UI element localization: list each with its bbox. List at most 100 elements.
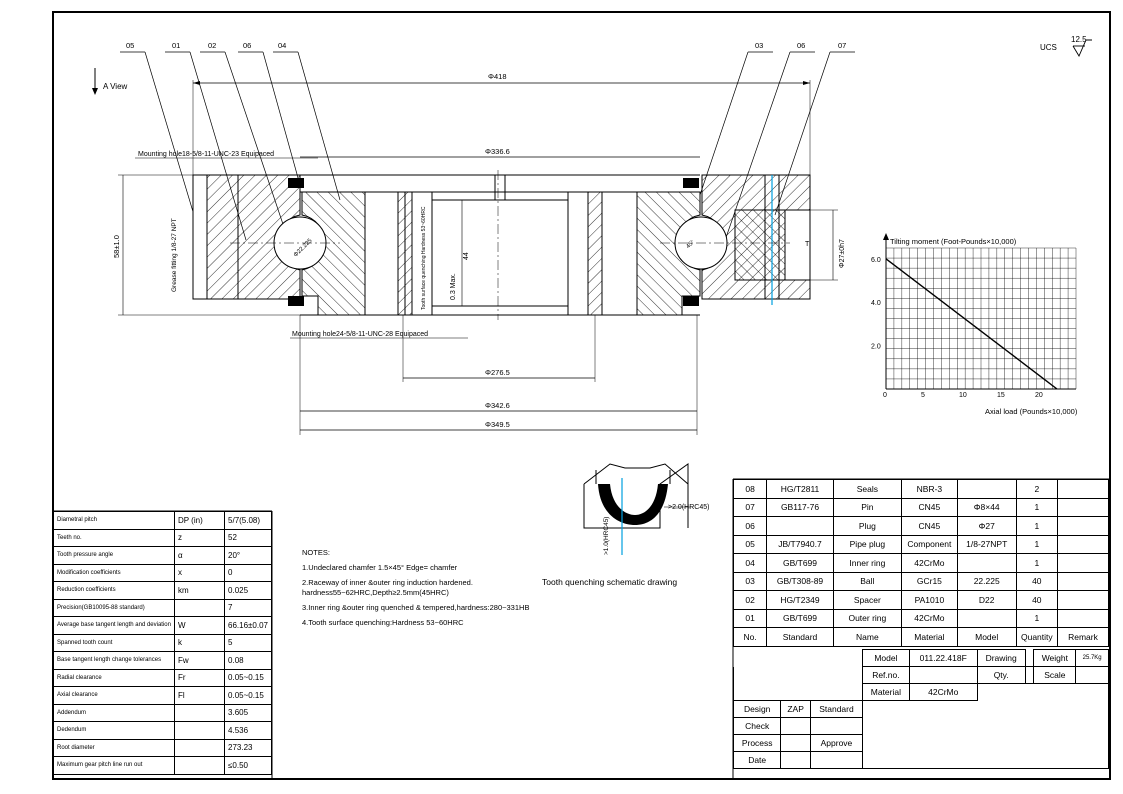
dimension-h58: 58±1.0 Grease fitting 1/8-27 NPT: [112, 174, 300, 316]
y-tick-label: 6.0: [871, 257, 881, 264]
svg-text:Φ418: Φ418: [488, 72, 507, 81]
param-value: 0.08: [224, 651, 272, 670]
param-symbol: α: [173, 546, 226, 565]
design-value: ZAP: [780, 700, 811, 718]
param-value: 5: [224, 633, 272, 652]
notes-block: NOTES: 1.Undeclared chamfer 1.5×45° Edge…: [302, 548, 562, 633]
mount-bottom: Mounting hole24-5/8-11-UNC-28 Equipaced: [290, 331, 468, 339]
param-symbol: [173, 703, 226, 722]
param-name: Radial clearance: [53, 668, 175, 687]
param-value: 52: [224, 528, 272, 547]
bom-cell: 01: [732, 608, 768, 628]
bom-cell: NBR-3: [901, 479, 958, 499]
bom-cell: Plug: [832, 516, 903, 536]
x-tick-label: 0: [883, 392, 887, 399]
balloon-06b: 06: [797, 41, 805, 50]
bom-cell: Component: [901, 534, 958, 554]
param-value: 3.605: [224, 703, 272, 722]
param-name: Precision(GB10095-88 standard): [53, 598, 175, 617]
bom-cell: JB/T7940.7: [766, 534, 834, 554]
x-tick-label: 5: [921, 392, 925, 399]
bom-cell: CN45: [901, 497, 958, 517]
bom-cell: PA1010: [901, 590, 958, 610]
date-label: Date: [732, 751, 782, 769]
bom-cell: Pin: [832, 497, 903, 517]
balloon-04: 04: [278, 41, 286, 50]
sheet-border: [52, 11, 1111, 780]
bom-cell: 04: [732, 553, 768, 573]
note-1: 1.Undeclared chamfer 1.5×45° Edge= chamf…: [302, 563, 458, 572]
svg-text:Φ276.5: Φ276.5: [485, 368, 510, 377]
param-name: Modification coefficients: [53, 563, 175, 582]
param-name: Dedendum: [53, 721, 175, 740]
param-name: Base tangent length change tolerances: [53, 651, 175, 670]
bom-cell: 1: [1015, 534, 1058, 554]
param-value: 0.05~0.15: [224, 686, 272, 705]
balloon-02: 02: [208, 41, 216, 50]
bom-cell: HG/T2811: [766, 479, 834, 499]
bom-cell: Φ27: [956, 516, 1017, 536]
scale-label: Scale: [1033, 666, 1077, 684]
bom-cell: 03: [732, 571, 768, 591]
bom-cell: Seals: [832, 479, 903, 499]
param-name: Teeth no.: [53, 528, 175, 547]
bom-cell: [956, 479, 1017, 499]
tooth-caption: Tooth quenching schematic drawing: [542, 577, 677, 587]
bom-cell: 1: [1015, 608, 1058, 628]
x-tick-label: 20: [1035, 392, 1043, 399]
param-symbol: km: [173, 581, 226, 600]
param-name: Axial clearance: [53, 686, 175, 705]
param-symbol: [173, 738, 226, 757]
drawing-label: Drawing: [976, 649, 1026, 667]
bom-cell: [1056, 571, 1110, 591]
svg-text:Φ349.5: Φ349.5: [485, 420, 510, 429]
balloon-07: 07: [838, 41, 846, 50]
param-value: 20°: [224, 546, 272, 565]
param-symbol: [173, 598, 226, 617]
bom-header-cell: Quantity: [1015, 627, 1058, 647]
series-line: [885, 258, 1058, 390]
param-value: 66.16±0.07: [224, 616, 272, 635]
param-value: 4.536: [224, 721, 272, 740]
y-tick-label: 2.0: [871, 344, 881, 351]
weight-label: Weight: [1033, 649, 1077, 667]
bom-header-cell: Model: [956, 627, 1017, 647]
bom-cell: Outer ring: [832, 608, 903, 628]
process-label: Process: [732, 734, 782, 752]
param-symbol: DP (in): [173, 511, 226, 530]
material-label: Material: [862, 683, 910, 701]
section-outer-ring-right: [701, 174, 811, 305]
material-value: 42CrMo: [908, 683, 978, 701]
param-symbol: Fr: [173, 668, 226, 687]
weight-value: 25.7Kg: [1075, 649, 1109, 667]
param-value: 0.025: [224, 581, 272, 600]
param-name: Maximum gear pitch line run out: [53, 756, 175, 775]
tooth-schematic: >2.0(HRC45) >1.0(HRC45) Tooth quenching …: [542, 463, 709, 587]
balloon-05: 05: [126, 41, 134, 50]
grease-label: Grease fitting 1/8-27 NPT: [171, 218, 178, 292]
dimension-d349: Φ349.5: [300, 420, 697, 431]
bom-cell: [956, 553, 1017, 573]
bom-cell: 1: [1015, 516, 1058, 536]
bom-cell: 42CrMo: [901, 553, 958, 573]
param-value: 7: [224, 598, 272, 617]
bom-cell: [1056, 497, 1110, 517]
svg-text:44: 44: [463, 252, 470, 260]
bom-cell: 07: [732, 497, 768, 517]
x-tick-label: 15: [997, 392, 1005, 399]
param-symbol: [173, 756, 226, 775]
mount-top-label: Mounting hole18-5/8-11-UNC-23 Equipaced: [138, 151, 274, 158]
param-name: Root diameter: [53, 738, 175, 757]
check-label: Check: [732, 717, 782, 735]
approve-label: Approve: [809, 734, 864, 752]
bom-cell: 05: [732, 534, 768, 554]
dimension-d342: Φ342.6: [299, 315, 698, 435]
